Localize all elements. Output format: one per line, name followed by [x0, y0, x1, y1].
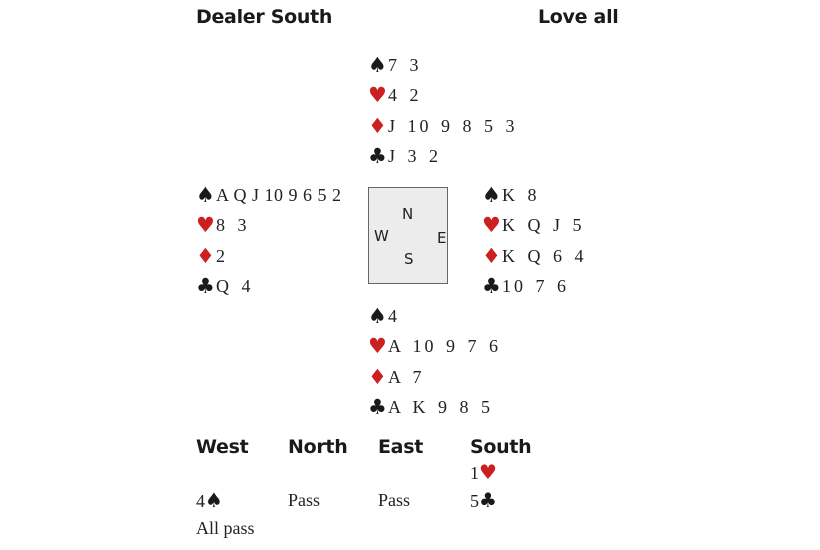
- spades-icon: ♠: [205, 488, 223, 512]
- compass-east: E: [437, 229, 447, 247]
- hearts-icon: ♥: [479, 460, 497, 484]
- spades-icon: ♠: [368, 52, 387, 77]
- compass-box: N W E S: [368, 187, 448, 284]
- bid-call: Pass: [288, 490, 321, 510]
- spades-icon: ♠: [482, 182, 501, 207]
- north-clubs-row: ♣J 3 2: [368, 144, 441, 170]
- west-hearts-row: ♥8 3: [196, 213, 250, 239]
- spades-icon: ♠: [196, 182, 215, 207]
- west-spades-row: ♠A Q J 10 9 6 5 2: [196, 182, 342, 208]
- hearts-icon: ♥: [482, 213, 501, 237]
- west-spades-cards: A Q J 10 9 6 5 2: [216, 184, 342, 205]
- south-clubs-cards: A K 9 8 5: [388, 397, 494, 417]
- north-spades-cards: 7 3: [388, 54, 422, 75]
- west-diamonds-cards: 2: [216, 245, 228, 266]
- clubs-icon: ♣: [196, 274, 215, 298]
- east-diamonds-row: ♦K Q 6 4: [482, 243, 587, 269]
- spades-icon: ♠: [368, 303, 387, 328]
- south-diamonds-row: ♦A 7: [368, 364, 425, 390]
- diamonds-icon: ♦: [482, 243, 501, 268]
- clubs-icon: ♣: [368, 144, 387, 168]
- bidding-header-east: East: [378, 436, 423, 458]
- west-clubs-cards: Q 4: [216, 276, 254, 296]
- hearts-icon: ♥: [368, 83, 387, 107]
- east-clubs-row: ♣10 7 6: [482, 274, 569, 300]
- vulnerability-label: Love all: [538, 6, 619, 28]
- bid-level: 4: [196, 491, 205, 511]
- south-diamonds-cards: A 7: [388, 366, 425, 387]
- clubs-icon: ♣: [368, 395, 387, 419]
- west-clubs-row: ♣Q 4: [196, 274, 254, 300]
- hearts-icon: ♥: [196, 213, 215, 237]
- north-hearts-row: ♥4 2: [368, 83, 422, 109]
- north-diamonds-row: ♦J 10 9 8 5 3: [368, 113, 518, 139]
- east-clubs-cards: 10 7 6: [502, 276, 569, 296]
- east-diamonds-cards: K Q 6 4: [502, 245, 587, 266]
- west-hearts-cards: 8 3: [216, 215, 250, 235]
- hearts-icon: ♥: [368, 334, 387, 358]
- north-diamonds-cards: J 10 9 8 5 3: [388, 115, 518, 136]
- south-spades-cards: 4: [388, 305, 400, 326]
- bid-level: 1: [470, 463, 479, 483]
- east-hearts-cards: K Q J 5: [502, 215, 585, 235]
- south-spades-row: ♠4: [368, 303, 400, 329]
- bidding-header-north: North: [288, 436, 348, 458]
- compass-west: W: [374, 227, 389, 245]
- compass-north: N: [402, 205, 414, 223]
- bid-call: 1♥: [470, 462, 497, 484]
- south-hearts-row: ♥A 10 9 7 6: [368, 334, 501, 360]
- north-clubs-cards: J 3 2: [388, 146, 442, 166]
- bid-call: Pass: [378, 490, 411, 510]
- north-hearts-cards: 4 2: [388, 85, 422, 105]
- diamonds-icon: ♦: [196, 243, 215, 268]
- diamonds-icon: ♦: [368, 364, 387, 389]
- bidding-header-west: West: [196, 436, 249, 458]
- east-spades-row: ♠K 8: [482, 182, 540, 208]
- north-spades-row: ♠7 3: [368, 52, 422, 78]
- bid-call: 4♠: [196, 490, 223, 512]
- south-hearts-cards: A 10 9 7 6: [388, 336, 502, 356]
- bid-call: 5♣: [470, 490, 497, 512]
- west-diamonds-row: ♦2: [196, 243, 228, 269]
- south-clubs-row: ♣A K 9 8 5: [368, 395, 493, 421]
- dealer-label: Dealer South: [196, 6, 333, 28]
- diamonds-icon: ♦: [368, 113, 387, 138]
- clubs-icon: ♣: [479, 488, 497, 512]
- bidding-header-south: South: [470, 436, 532, 458]
- compass-south: S: [404, 250, 414, 268]
- bid-call: All pass: [196, 518, 255, 538]
- clubs-icon: ♣: [482, 274, 501, 298]
- bid-level: 5: [470, 491, 479, 511]
- east-hearts-row: ♥K Q J 5: [482, 213, 585, 239]
- east-spades-cards: K 8: [502, 184, 540, 205]
